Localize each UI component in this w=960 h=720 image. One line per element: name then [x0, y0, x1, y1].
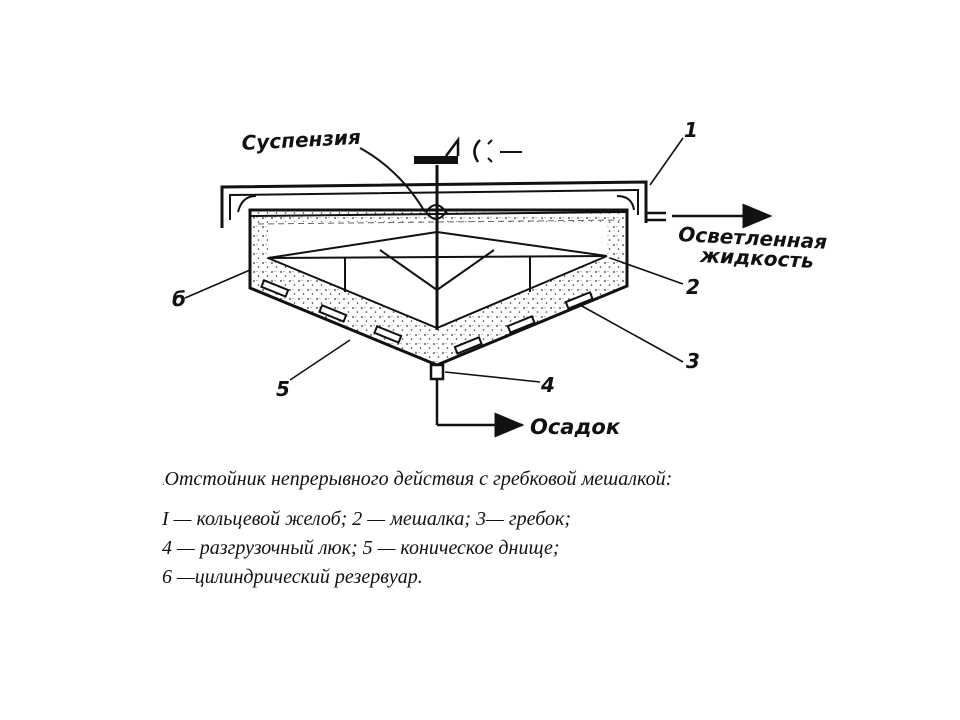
caption-prefix: .	[162, 477, 165, 488]
stirrer-shaft	[414, 136, 522, 330]
suspension-feed-line	[359, 147, 426, 213]
leader-lines	[184, 137, 684, 383]
settler-diagram: Суспензия Осветленная жидкость Осадок 1 …	[172, 118, 828, 439]
caption-title: .Отстойник непрерывного действия с гребк…	[162, 465, 922, 497]
discharge-hatch	[429, 363, 525, 438]
suspension-label: Суспензия	[241, 125, 361, 155]
label-number-6: б	[172, 287, 186, 311]
figure-caption: .Отстойник непрерывного действия с гребк…	[162, 465, 922, 592]
legend-line-2: 4 — разгрузочный люк; 5 — коническое дни…	[162, 537, 560, 559]
annular-trough	[220, 180, 648, 228]
sediment-label: Осадок	[530, 415, 621, 439]
caption-title-text: Отстойник непрерывного действия с гребко…	[164, 468, 673, 490]
clarified-outlet	[646, 203, 773, 229]
clarified-liquid-label-line2: жидкость	[699, 243, 815, 273]
label-number-5: 5	[276, 377, 290, 401]
label-number-3: 3	[686, 349, 700, 373]
label-number-4: 4	[540, 373, 555, 397]
label-number-2: 2	[686, 275, 700, 299]
legend-line-3: 6 —цилиндрический резервуар.	[162, 566, 423, 588]
label-number-1: 1	[684, 118, 698, 142]
legend-line-1: I — кольцевой желоб; 2 — мешалка; 3— гре…	[162, 508, 572, 530]
rakes	[260, 279, 594, 355]
